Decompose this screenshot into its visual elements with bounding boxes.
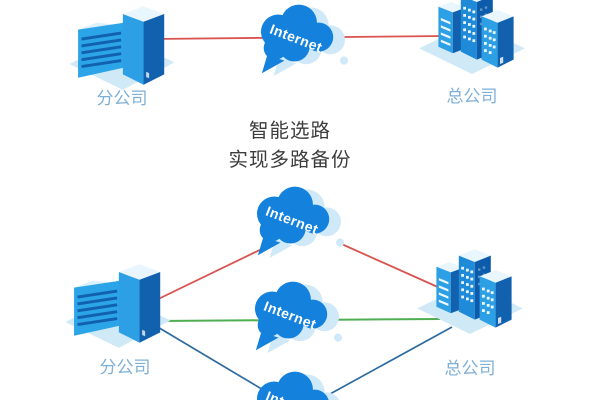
- bottom-red-link-left-line: [149, 244, 271, 304]
- internet-cloud-icon-top: Internet: [242, 1, 354, 86]
- branch-office-building-icon-bottom: [63, 262, 173, 350]
- bottom-blue-link-right-line: [329, 326, 453, 395]
- internet-cloud-icon-bottom-3: Internet: [238, 368, 350, 400]
- headquarters-buildings-icon-bottom: [417, 249, 523, 334]
- internet-cloud-icon-bottom-2: Internet: [236, 278, 348, 363]
- diagram-caption: 智能选路 实现多路备份: [140, 117, 440, 175]
- bottom-blue-link-left-line: [155, 325, 266, 392]
- internet-cloud-icon-bottom-1: Internet: [238, 183, 350, 268]
- bottom-red-link-right-line: [336, 241, 441, 289]
- branch-office-label-top: 分公司: [96, 89, 148, 108]
- headquarters-buildings-icon-top: [419, 0, 525, 74]
- headquarters-label-top: 总公司: [446, 87, 498, 106]
- caption-line-1: 智能选路: [248, 120, 331, 142]
- branch-office-building-icon-top: [67, 4, 177, 92]
- branch-office-label-bottom: 分公司: [99, 358, 151, 377]
- caption-line-2: 实现多路备份: [228, 149, 352, 171]
- headquarters-label-bottom: 总公司: [444, 359, 496, 378]
